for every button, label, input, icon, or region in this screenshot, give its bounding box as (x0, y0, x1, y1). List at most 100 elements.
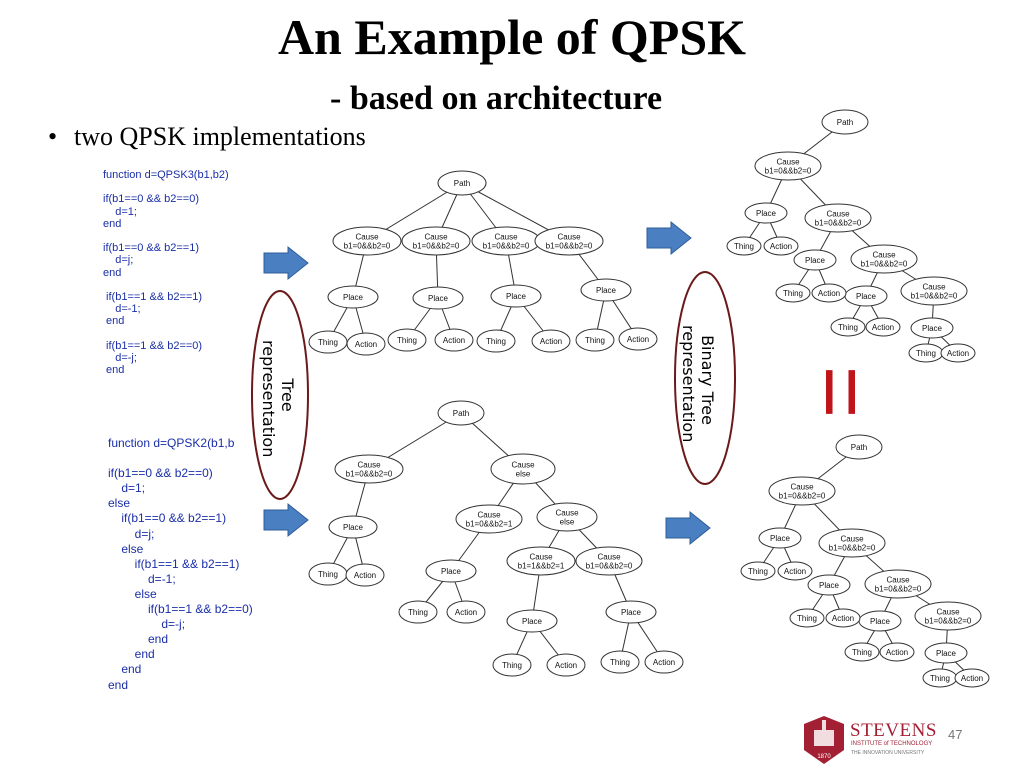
thing-node (575, 328, 615, 352)
code-line: if(b1==1 && b2==1) (103, 291, 203, 304)
tree-node-label: Action (540, 337, 562, 346)
action-node (346, 332, 386, 356)
btree-label-line2: representation (679, 325, 698, 443)
tree-node-label: Place (621, 608, 642, 617)
tree-node-label: Thing (585, 336, 605, 345)
binary-tree-representation-label: Binary Tree representation (677, 325, 717, 443)
action-node (763, 236, 799, 256)
tree-node-label: Cause (477, 511, 501, 520)
thing-node (740, 561, 776, 581)
cause-node (455, 504, 523, 534)
place-node (425, 559, 477, 583)
tree-representation-label: Tree representation (257, 340, 297, 458)
tree-node-label: Place (922, 324, 943, 333)
tree-node-label: Place (596, 286, 617, 295)
tree-label-outline (251, 290, 309, 500)
page-number: 47 (948, 727, 963, 742)
cause-node (864, 569, 932, 599)
tree-node-label: Place (441, 567, 462, 576)
tree-node-label: Cause (494, 233, 518, 242)
tree-node-label: Place (756, 209, 777, 218)
tree-node-label: b1=0&&b2=0 (586, 562, 633, 571)
thing-node (387, 328, 427, 352)
code-line: function d=QPSK3(b1,b2) (103, 169, 229, 181)
path-node (437, 400, 485, 426)
cause-node (332, 226, 402, 256)
thing-node (398, 600, 438, 624)
tree-node-label: Cause (555, 509, 579, 518)
tree-node-label: Place (428, 294, 449, 303)
tree-node-label: Place (506, 292, 527, 301)
tree-node-label: Cause (424, 233, 448, 242)
place-node (327, 285, 379, 309)
tree-node-label: Action (886, 648, 908, 657)
action-node (879, 642, 915, 662)
tree-node-label: Thing (610, 658, 630, 667)
tree-node-label: Place (343, 523, 364, 532)
tree-node-label: Place (870, 617, 891, 626)
code-line: if(b1==1 && b2==0) (103, 339, 203, 352)
tree-node-label: Path (851, 443, 867, 452)
tree-node-label: Thing (502, 661, 522, 670)
code-line: function d=QPSK2(b1,b (108, 436, 235, 450)
bullet-text: two QPSK implementations (74, 122, 366, 151)
code-line: d=-j; (103, 352, 137, 365)
cause-else-node (536, 502, 598, 532)
cause-else-node (490, 453, 556, 485)
code-line: if(b1==0 && b2==0) (103, 193, 200, 206)
action-node (546, 653, 586, 677)
thing-node (830, 317, 866, 337)
code-line: d=-1; (103, 303, 141, 316)
tree-node-label: Cause (826, 210, 850, 219)
tree-node-label: else (560, 518, 575, 527)
code-line: if(b1==1 && b2==1) (108, 556, 240, 571)
thing-node (789, 608, 825, 628)
code-line: d=-j; (108, 617, 186, 632)
tree-node-label: Action (832, 614, 854, 623)
code-block-qpsk2: function d=QPSK2(b1,b if(b1==0 && b2==0)… (108, 436, 253, 693)
code-line: end (108, 647, 155, 662)
action-node (345, 563, 385, 587)
stevens-line2: THE INNOVATION UNIVERSITY (851, 750, 925, 756)
tree-node-label: Place (770, 534, 791, 543)
slide-title: An Example of QPSK (277, 9, 747, 65)
stevens-logo: 1870 STEVENS INSTITUTE of TECHNOLOGY THE… (800, 708, 960, 768)
tree-node-label: Cause (840, 535, 864, 544)
btree-label-line1: Binary Tree (698, 335, 717, 425)
tree-node-label: Action (455, 608, 477, 617)
code-line: else (108, 496, 131, 511)
action-node (434, 328, 474, 352)
action-node (811, 283, 847, 303)
right-arrow-icon (263, 502, 309, 538)
cause-node (334, 454, 404, 484)
tree-node-label: b1=0&&b2=0 (779, 492, 826, 501)
tree-node-label: Cause (529, 553, 553, 562)
cause-node (900, 276, 968, 306)
cause-node (575, 546, 643, 576)
tree-node-label: Cause (936, 608, 960, 617)
cause-node (534, 226, 604, 256)
tree-node-label: Thing (748, 567, 768, 576)
tree-node-label: Path (453, 409, 469, 418)
place-node (605, 600, 657, 624)
place-node (758, 527, 802, 549)
tree-node-label: b1=0&&b2=0 (875, 585, 922, 594)
tree-label-line1: Tree (278, 378, 297, 412)
code-line: end (108, 677, 129, 692)
tree-node-label: Thing (486, 337, 506, 346)
code-line: d=j; (108, 526, 155, 541)
code-block-qpsk3: function d=QPSK3(b1,b2) if(b1==0 && b2==… (103, 169, 229, 376)
tree-node-label: b1=0&&b2=0 (413, 242, 460, 251)
thing-node (476, 329, 516, 353)
tree-node-label: b1=0&&b2=0 (765, 167, 812, 176)
path-node (835, 434, 883, 460)
action-node (644, 650, 684, 674)
tree-node-label: Action (443, 336, 465, 345)
action-node (954, 668, 990, 688)
tree-label-line2: representation (259, 340, 278, 458)
right-arrow-icon (263, 245, 309, 281)
equals-symbol: = (791, 366, 891, 419)
code-line: d=-1; (108, 571, 176, 586)
tree-node-label: Thing (916, 349, 936, 358)
